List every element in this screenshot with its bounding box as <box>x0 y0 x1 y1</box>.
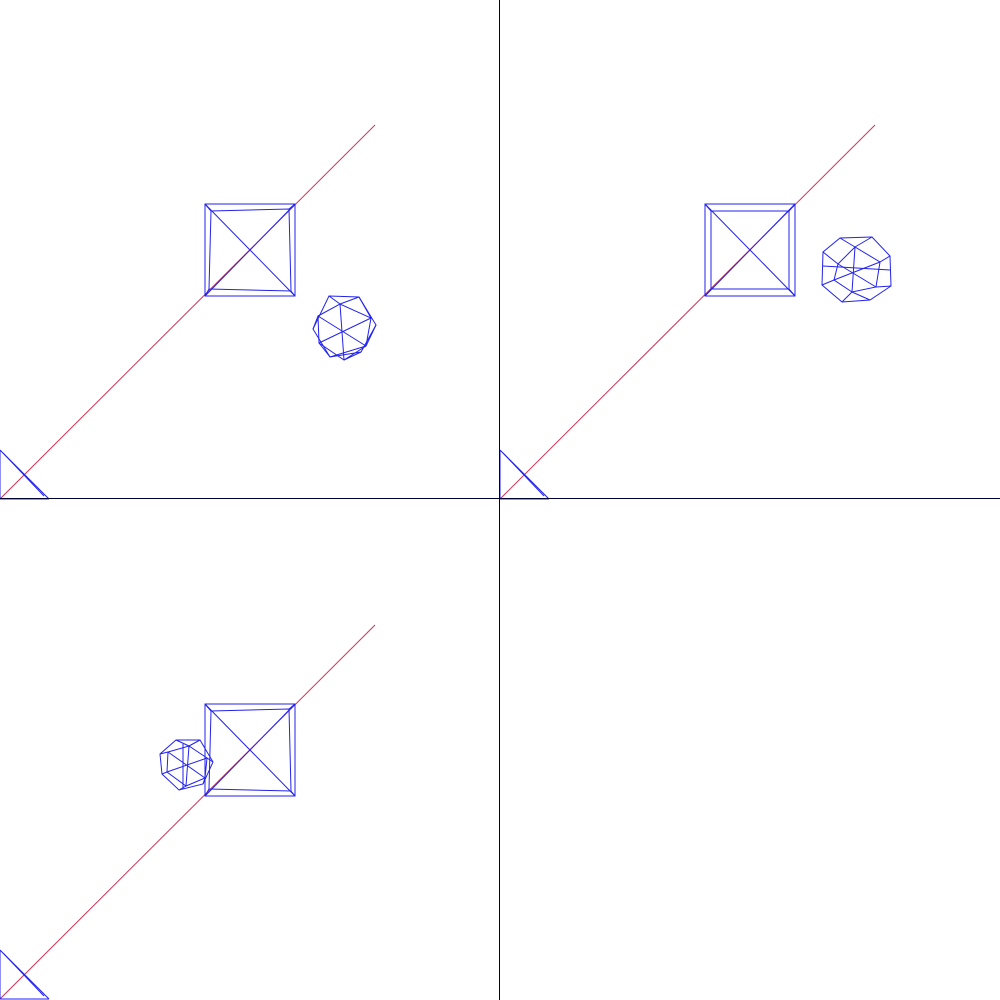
axis-ray <box>499 124 876 500</box>
viewport-bottom-right[interactable] <box>500 500 1000 1000</box>
square-pyramid <box>704 203 796 297</box>
viewport-bottom-left[interactable] <box>0 624 376 1000</box>
viewport-top-right[interactable] <box>499 124 892 500</box>
axis-ray <box>0 124 376 500</box>
square-pyramid <box>204 703 296 797</box>
axis-ray <box>0 624 376 1000</box>
icosahedron <box>312 295 377 361</box>
viewport-bottom-right-area <box>500 500 1000 1000</box>
square-pyramid <box>204 203 296 297</box>
corner-triangle <box>0 949 50 1000</box>
icosahedron <box>159 739 214 791</box>
icosahedron <box>821 236 892 303</box>
